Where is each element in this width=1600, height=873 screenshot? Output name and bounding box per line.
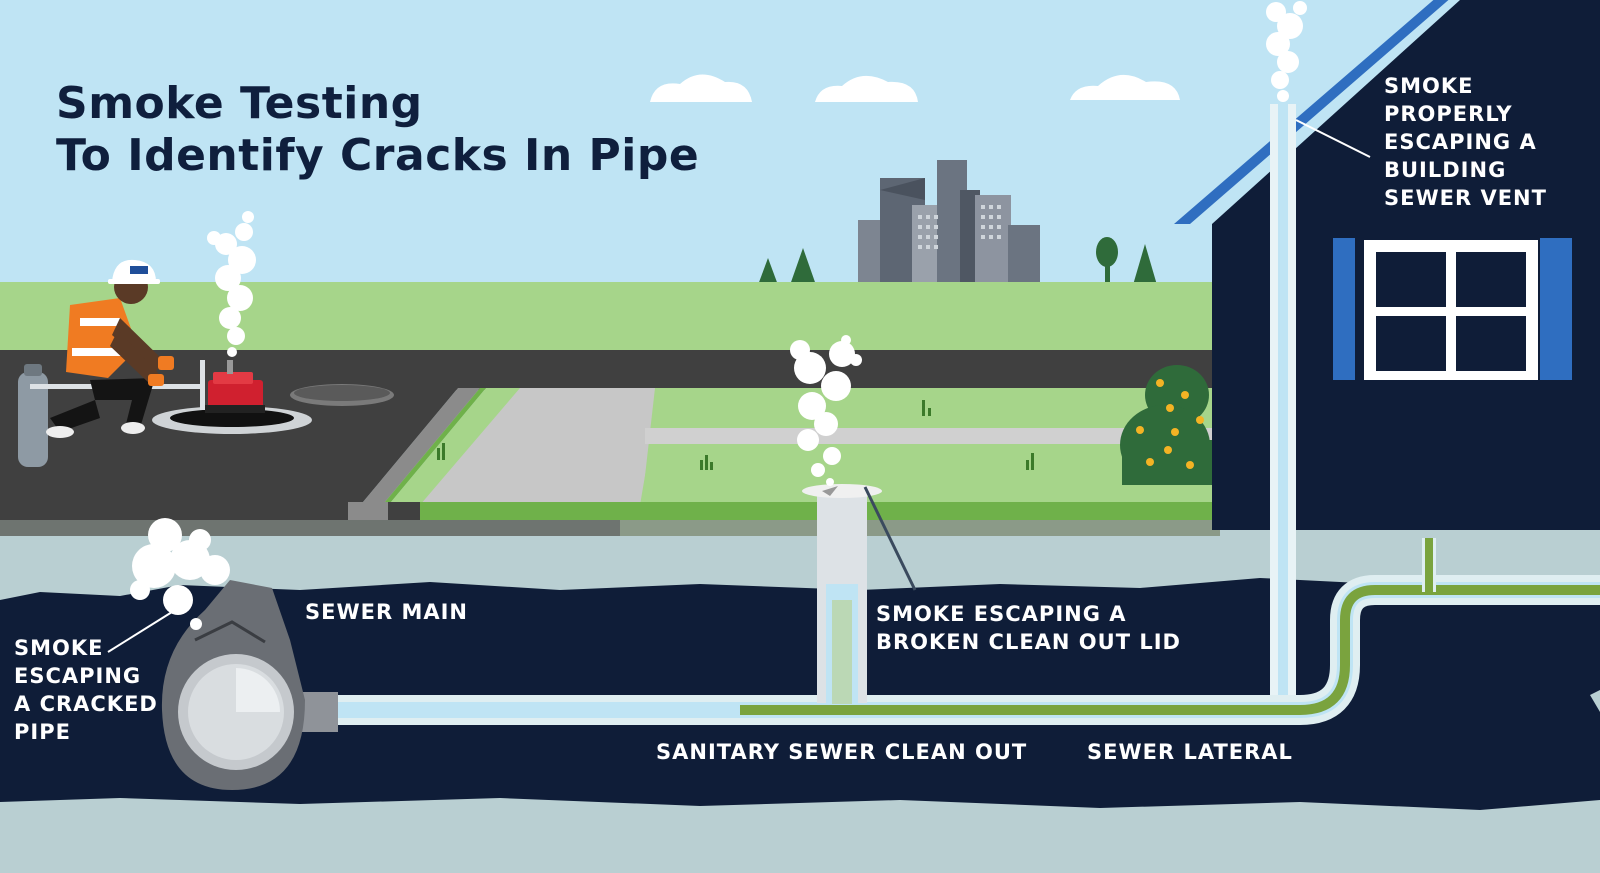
label-clean-out: SANITARY SEWER CLEAN OUT xyxy=(656,740,1028,764)
sewer-main-pipe xyxy=(161,580,338,790)
label-vent-line: BUILDING xyxy=(1384,158,1507,182)
roof xyxy=(1174,0,1449,224)
smoke-plume-icon xyxy=(790,335,862,486)
label-cracked-pipe-line: A CRACKED xyxy=(14,692,158,716)
lawn xyxy=(640,388,1220,520)
grass-field xyxy=(0,282,1220,352)
clean-out-lid xyxy=(802,484,882,498)
label-cracked-pipe-line: SMOKE xyxy=(14,636,104,660)
curb xyxy=(348,388,480,520)
label-vent-line: SEWER VENT xyxy=(1384,186,1547,210)
worker-icon xyxy=(46,259,174,438)
label-vent-line: ESCAPING A xyxy=(1384,130,1537,154)
label-cracked-pipe: SMOKE ESCAPING A CRACKED PIPE xyxy=(14,634,158,746)
label-sewer-lateral: SEWER LATERAL xyxy=(1087,740,1293,764)
underground-soil xyxy=(0,578,1600,810)
house-icon xyxy=(1174,0,1600,530)
leader-line-lid xyxy=(863,486,917,591)
leader-lines xyxy=(107,119,1371,653)
cloud-icon xyxy=(1070,74,1180,100)
city-skyline-icon xyxy=(858,160,1040,288)
shutter-right xyxy=(1540,238,1572,380)
cloud-icon xyxy=(650,74,752,102)
cloud-icon xyxy=(815,75,918,102)
shutter-left xyxy=(1333,238,1355,380)
tree-icon xyxy=(790,248,816,285)
sidewalk xyxy=(420,388,660,505)
page-title: Smoke Testing To Identify Cracks In Pipe xyxy=(56,78,699,182)
tree-icon xyxy=(1133,244,1157,285)
bush-icon xyxy=(1120,365,1220,485)
label-sewer-main: SEWER MAIN xyxy=(305,600,468,624)
label-cracked-pipe-line: PIPE xyxy=(14,720,71,744)
tree-icon xyxy=(1096,237,1118,286)
title-line-1: Smoke Testing xyxy=(56,78,423,129)
smoke-plume-icon xyxy=(1266,1,1307,102)
walkway xyxy=(645,428,1220,444)
smoke-plume-icon xyxy=(207,211,256,357)
label-clean-out-lid: SMOKE ESCAPING A BROKEN CLEAN OUT LID xyxy=(876,600,1181,656)
smoke-plume-icon xyxy=(130,518,230,630)
label-clean-out-lid-line: BROKEN CLEAN OUT LID xyxy=(876,630,1181,654)
label-clean-out-lid-line: SMOKE ESCAPING A xyxy=(876,602,1127,626)
window-icon xyxy=(1364,240,1538,380)
title-line-2: To Identify Cracks In Pipe xyxy=(56,130,700,181)
label-vent-line: SMOKE xyxy=(1384,74,1474,98)
label-vent-line: PROPERLY xyxy=(1384,102,1513,126)
label-vent: SMOKE PROPERLY ESCAPING A BUILDING SEWER… xyxy=(1384,72,1547,212)
label-cracked-pipe-line: ESCAPING xyxy=(14,664,142,688)
smoke-blower-icon xyxy=(205,360,265,413)
tree-icon xyxy=(758,258,778,285)
